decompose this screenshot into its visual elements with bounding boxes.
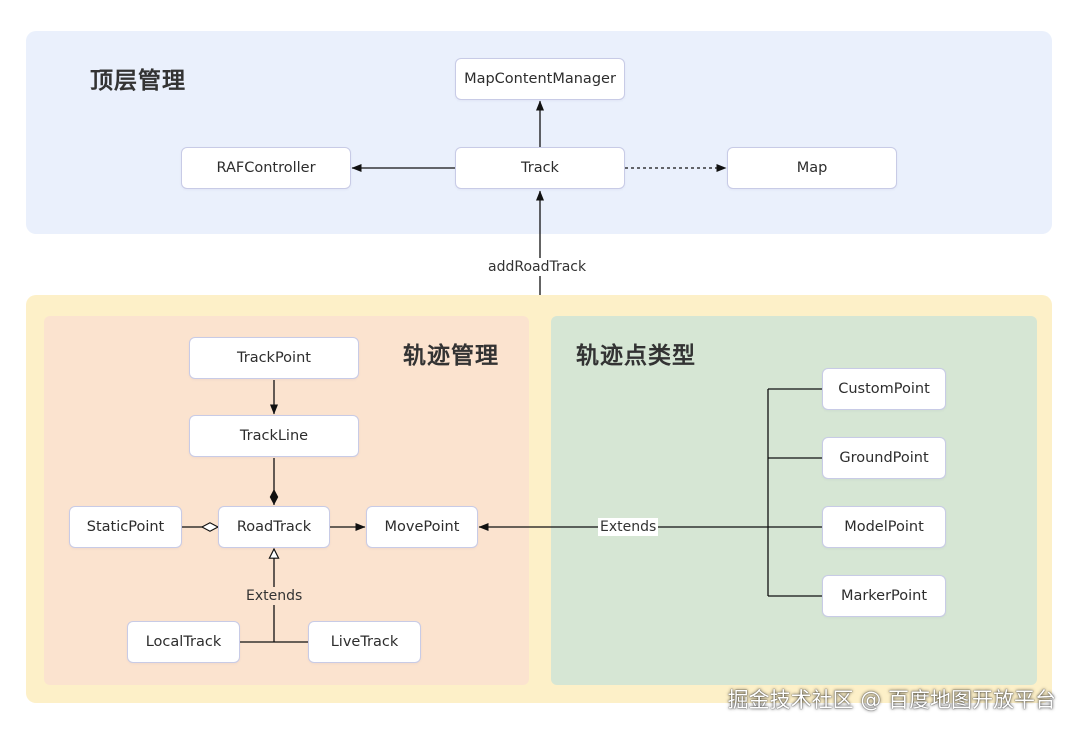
node-model-point[interactable]: ModelPoint [822, 506, 946, 548]
node-map-content-manager[interactable]: MapContentManager [455, 58, 625, 100]
node-track-point[interactable]: TrackPoint [189, 337, 359, 379]
add-road-track-label: addRoadTrack [486, 258, 589, 276]
node-map[interactable]: Map [727, 147, 897, 189]
watermark: 掘金技术社区 @ 百度地图开放平台 [727, 688, 1056, 712]
node-track-line[interactable]: TrackLine [189, 415, 359, 457]
node-live-track[interactable]: LiveTrack [308, 621, 421, 663]
node-track[interactable]: Track [455, 147, 625, 189]
node-move-point[interactable]: MovePoint [366, 506, 478, 548]
node-marker-point[interactable]: MarkerPoint [822, 575, 946, 617]
node-ground-point[interactable]: GroundPoint [822, 437, 946, 479]
point-types-title: 轨迹点类型 [576, 343, 696, 369]
node-road-track[interactable]: RoadTrack [218, 506, 330, 548]
node-custom-point[interactable]: CustomPoint [822, 368, 946, 410]
point-types-panel [551, 316, 1037, 685]
track-management-title: 轨迹管理 [403, 343, 499, 369]
extends-road-track-label: Extends [244, 587, 305, 605]
node-static-point[interactable]: StaticPoint [69, 506, 182, 548]
extends-move-point-label: Extends [598, 518, 659, 536]
node-local-track[interactable]: LocalTrack [127, 621, 240, 663]
top-management-title: 顶层管理 [90, 68, 186, 94]
node-raf-controller[interactable]: RAFController [181, 147, 351, 189]
